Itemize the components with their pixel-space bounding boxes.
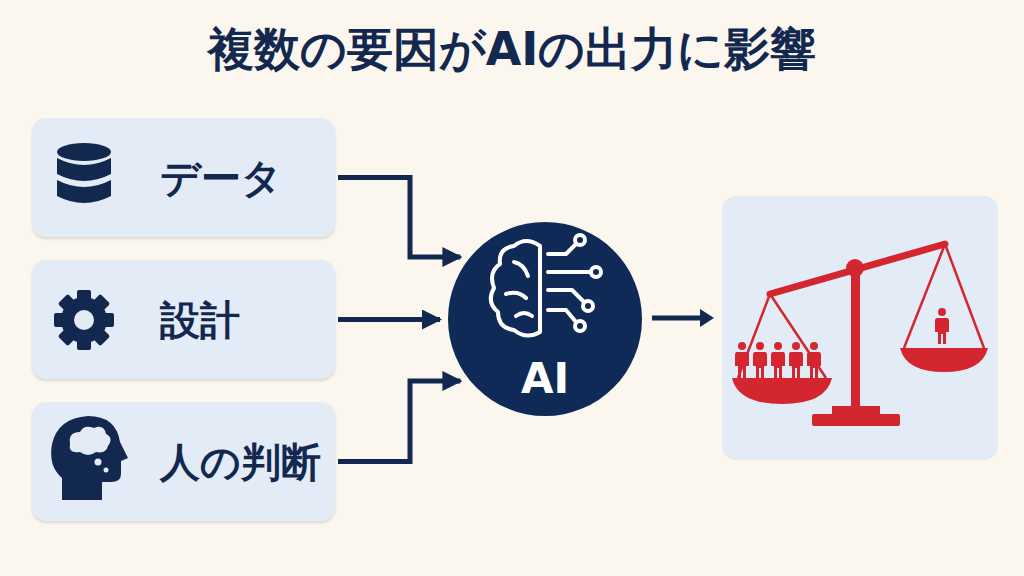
head-thought-icon [51,416,128,500]
database-icon [57,143,111,203]
diagram-title: 複数の要因がAIの出力に影響 [0,22,1024,77]
balance-scale [732,244,988,426]
box-label: データ [160,156,282,200]
input-arrow [338,317,440,322]
gear-icon [54,290,114,350]
factor-box: 人の判断 [32,402,335,521]
circle-label: AI [521,358,569,400]
output-arrow-line [652,316,706,321]
result-panel [722,196,998,460]
factor-box: 設計 [32,260,335,379]
box-label: 設計 [160,298,240,342]
box-label: 人の判断 [160,440,321,484]
brain-circuit-icon [491,235,601,336]
ai-circle: AI [448,222,642,416]
factor-box: データ [32,118,335,237]
output-arrow-head [700,309,714,327]
input-arrow [338,381,460,462]
input-arrow [338,178,460,258]
